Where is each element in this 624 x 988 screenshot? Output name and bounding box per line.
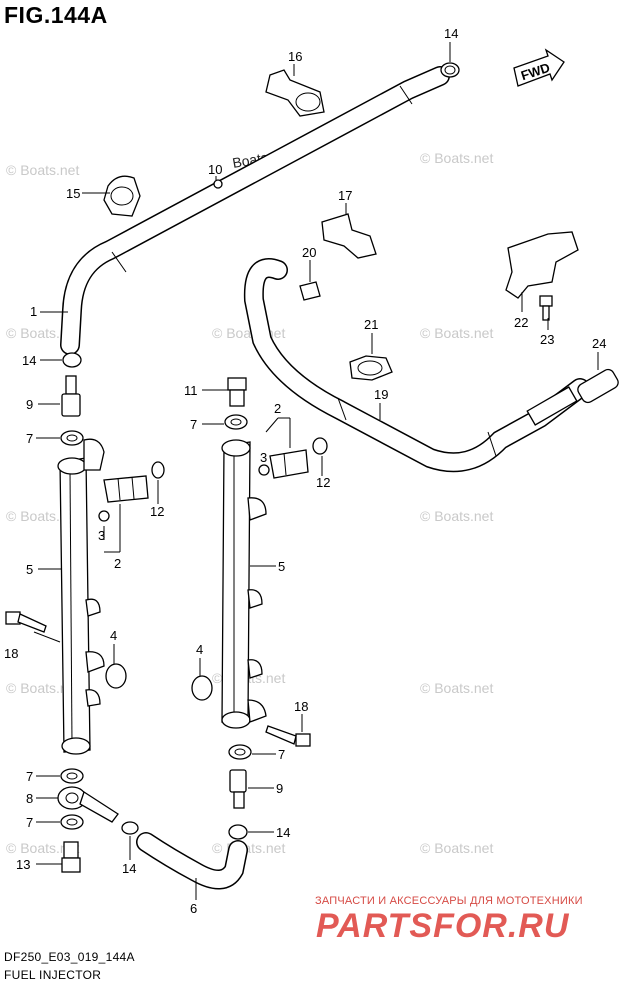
fuel-injector-left [103,475,149,503]
oring-3-right [258,464,270,476]
watermark: © Boats.net [420,150,494,166]
callout-12: 12 [316,475,330,490]
callout-14: 14 [22,353,36,368]
callout-3: 3 [98,528,105,543]
dealer-logo: PARTSFOR.RU [316,907,570,945]
callout-1: 1 [30,304,37,319]
callout-20: 20 [302,245,316,260]
bolt-18-left [5,611,47,633]
watermark: © Boats.net [420,840,494,856]
callout-4: 4 [110,628,117,643]
plug-11 [227,377,247,407]
callout-7: 7 [190,417,197,432]
callout-6: 6 [190,901,197,916]
callout-7: 7 [26,431,33,446]
callout-8: 8 [26,791,33,806]
spacer-4-left [105,663,127,689]
leader-lines [33,42,599,900]
callout-2: 2 [114,556,121,571]
callout-21: 21 [364,317,378,332]
clamp-14-right [228,824,248,840]
callout-3: 3 [260,450,267,465]
bolt-23 [539,295,553,321]
fuel-hose-19 [243,258,590,473]
callout-19: 19 [374,387,388,402]
fuel-rail-right [221,439,267,729]
clip-21 [349,355,393,381]
callout-14: 14 [276,825,290,840]
washer-7-c [60,768,84,784]
figure-code: DF250_E03_019_144A [4,950,135,964]
hose-clamp-14 [440,62,460,78]
fuel-rail-left [57,438,105,755]
callout-17: 17 [338,188,352,203]
watermark: © Boats.net [420,680,494,696]
washer-7-e [60,814,84,830]
callout-13: 13 [16,857,30,872]
fuel-hose-1 [60,66,450,355]
figure-name: FUEL INJECTOR [4,968,102,982]
callout-5: 5 [278,559,285,574]
cap-12-left [151,461,165,479]
callout-14: 14 [444,26,458,41]
connector-9-right [229,769,247,809]
callout-5: 5 [26,562,33,577]
oring-3-left [98,510,110,522]
banjo-bolt-13 [61,841,81,873]
fuel-injector-right [269,449,309,479]
spacer-4-right [191,675,213,701]
callout-16: 16 [288,49,302,64]
callout-7: 7 [26,769,33,784]
washer-7-b [224,414,248,430]
callout-7: 7 [26,815,33,830]
banjo-fitting-8 [57,786,119,823]
callout-18: 18 [294,699,308,714]
callout-7: 7 [278,747,285,762]
watermark: © Boats.net [6,162,80,178]
hose-clip-16 [265,69,325,117]
callout-9: 9 [26,397,33,412]
washer-7-a [60,430,84,446]
clamp-14-left [62,352,82,368]
watermark: © Boats.net [420,325,494,341]
hose-clip-15 [103,175,141,217]
fwd-arrow-icon [513,48,565,87]
bracket-22 [505,231,579,299]
fuel-pipe-24 [526,368,619,426]
callout-9: 9 [276,781,283,796]
clamp-14-bottom [121,821,139,835]
callout-2: 2 [274,401,281,416]
dealer-caption: ЗАПЧАСТИ И АКСЕССУАРЫ ДЛЯ МОТОТЕХНИКИ [315,895,583,907]
callout-22: 22 [514,315,528,330]
callout-4: 4 [196,642,203,657]
hose-tag-10 [213,179,223,189]
callout-24: 24 [592,336,606,351]
callout-labels: 14 16 10 15 17 20 22 23 1 21 24 14 19 9 … [4,26,606,916]
cap-12-right [312,437,328,455]
callout-11: 11 [184,383,198,398]
callout-14: 14 [122,861,136,876]
callout-12: 12 [150,504,164,519]
watermark: © Boats.net [6,680,80,696]
clamp-20 [299,281,321,301]
bolt-18-right [265,725,311,747]
watermark: © Boats.net [420,508,494,524]
callout-10: 10 [208,162,222,177]
callout-15: 15 [66,186,80,201]
watermark: © Boats.net [6,840,80,856]
fuel-hose-6 [136,832,248,890]
callout-18: 18 [4,646,18,661]
washer-7-d [228,744,252,760]
bracket-17 [321,213,377,259]
figure-title: FIG.144A [4,2,108,28]
callout-23: 23 [540,332,554,347]
connector-9-left [61,375,81,417]
